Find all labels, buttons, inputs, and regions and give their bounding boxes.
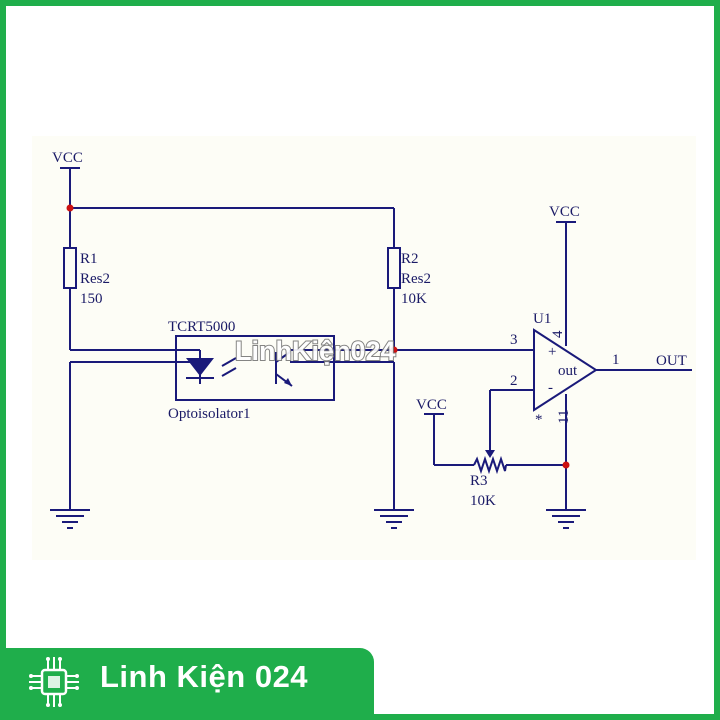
light-rays-icon <box>221 357 237 377</box>
wiper-arrow-icon <box>485 450 495 458</box>
brand-name: Linh Kiện 024 <box>100 659 309 694</box>
r2-name-label: R2 <box>401 251 419 267</box>
junction-dot <box>66 204 74 212</box>
vcc-opamp-label: VCC <box>549 204 580 220</box>
phototransistor-icon <box>275 350 293 387</box>
u1-name-label: U1 <box>533 311 551 327</box>
sensor-wires <box>69 349 534 510</box>
r3-value-label: 10K <box>470 493 496 509</box>
opamp-u1 <box>533 328 598 412</box>
sensor-type-label: Optoisolator1 <box>168 406 251 422</box>
out-pin-label: out <box>558 363 578 379</box>
r2-type-label: Res2 <box>401 271 431 287</box>
star-label: * <box>535 412 543 428</box>
top-rail-wire <box>69 207 395 248</box>
pin3-label: 3 <box>510 332 518 348</box>
junction-dot <box>390 346 398 354</box>
junction-dot <box>562 461 570 469</box>
pin11-label: 11 <box>556 410 572 424</box>
r1-value-label: 150 <box>80 291 103 307</box>
potentiometer-r3 <box>473 455 507 475</box>
optoisolator-tcrt5000 <box>175 335 335 401</box>
circuit-chip-icon <box>29 657 79 707</box>
resistor-r2 <box>387 247 401 289</box>
r2-value-label: 10K <box>401 291 427 307</box>
pin2-label: 2 <box>510 373 518 389</box>
led-diode-icon <box>186 350 214 384</box>
resistor-r1 <box>63 247 77 289</box>
vcc-pot-label: VCC <box>416 397 447 413</box>
vcc-left-label: VCC <box>52 150 83 166</box>
ground-icon <box>50 509 90 529</box>
out-net-label: OUT <box>656 353 687 369</box>
vcc-symbol-left <box>60 167 80 208</box>
schematic-sheet <box>32 136 696 560</box>
ground-icon <box>546 509 586 529</box>
r3-name-label: R3 <box>470 473 488 489</box>
pot-wires <box>433 414 566 466</box>
plus-label: + <box>548 344 556 360</box>
minus-label: - <box>548 380 553 396</box>
ground-icon <box>374 509 414 529</box>
pin4-label: 4 <box>550 330 566 338</box>
inverting-input-wires <box>489 389 534 455</box>
watermark-text: LinhKiện024 <box>235 336 396 366</box>
brand-banner: Linh Kiện 024 <box>6 648 374 714</box>
pin1-label: 1 <box>612 352 620 368</box>
r1-name-label: R1 <box>80 251 98 267</box>
r1-type-label: Res2 <box>80 271 110 287</box>
sensor-name-label: TCRT5000 <box>168 319 235 335</box>
